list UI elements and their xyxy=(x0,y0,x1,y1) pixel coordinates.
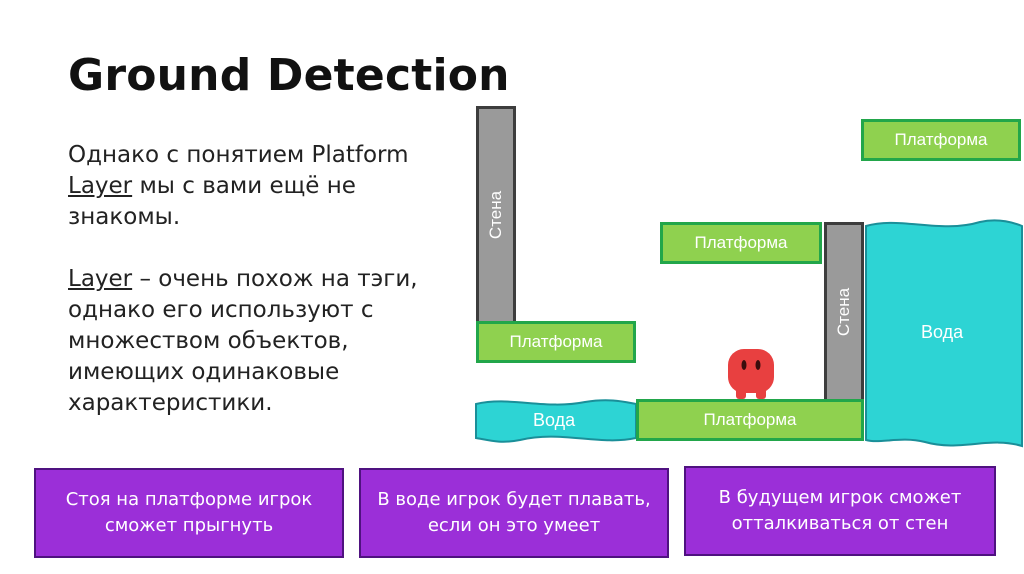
platform-top-right: Платформа xyxy=(861,119,1021,161)
wall-right: Стена xyxy=(824,222,864,402)
layer-term: Layer xyxy=(68,173,133,199)
paragraph-2: Layer – очень похож на тэги, однако его … xyxy=(68,264,468,419)
water-left xyxy=(475,399,637,443)
platform-bottom: Платформа xyxy=(636,399,864,441)
platform-left-label: Платформа xyxy=(509,332,603,351)
wall-left-label: Стена xyxy=(486,190,506,240)
platform-top-right-label: Платформа xyxy=(894,130,988,149)
body-text: Однако с понятием Platform Layer мы с ва… xyxy=(68,140,468,450)
paragraph-2-text: – очень похож на тэги, однако его исполь… xyxy=(68,266,418,416)
wall-right-label: Стена xyxy=(834,287,854,337)
paragraph-1-text: Однако с понятием Platform xyxy=(68,142,409,168)
water-label-left: Вода xyxy=(533,410,576,430)
slide-title: Ground Detection xyxy=(68,50,510,101)
wall-left: Стена xyxy=(476,106,516,324)
platform-left: Платформа xyxy=(476,321,636,363)
callout-platform: Стоя на платформе игрок сможет прыгнуть xyxy=(34,468,344,558)
paragraph-1-text-end: мы с вами ещё не знакомы. xyxy=(68,173,356,230)
platform-bottom-label: Платформа xyxy=(703,410,797,429)
water-right xyxy=(865,219,1023,448)
paragraph-1: Однако с понятием Platform Layer мы с ва… xyxy=(68,140,468,233)
platform-middle: Платформа xyxy=(660,222,822,264)
player-character xyxy=(728,349,774,399)
callout-wall: В будущем игрок сможет отталкиваться от … xyxy=(684,466,996,556)
water-label-right: Вода xyxy=(921,322,964,342)
callout-water: В воде игрок будет плавать, если он это … xyxy=(359,468,669,558)
layer-term-2: Layer xyxy=(68,266,133,292)
platform-middle-label: Платформа xyxy=(694,233,788,252)
